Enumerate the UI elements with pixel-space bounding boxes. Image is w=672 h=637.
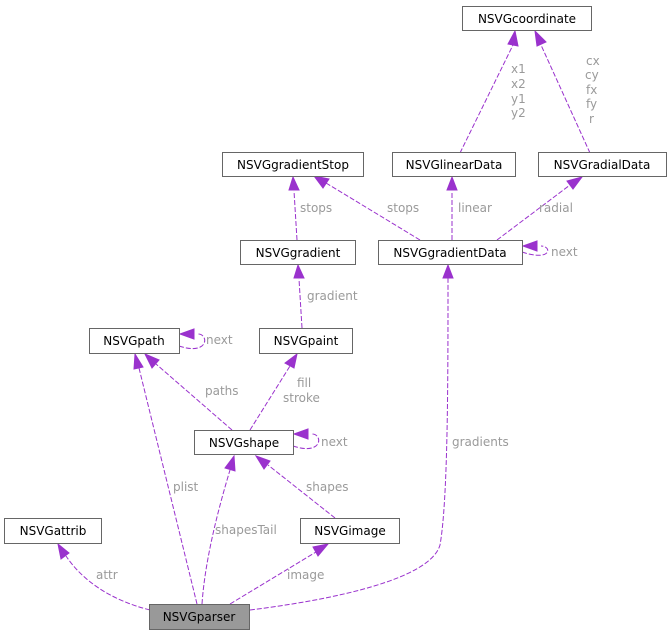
edge-parser-to-image xyxy=(229,543,330,605)
label-gradient: gradient xyxy=(307,289,358,303)
label-cx: cx xyxy=(586,54,600,68)
edge-paint-to-gradient xyxy=(293,263,305,329)
node-label: NSVGcoordinate xyxy=(478,12,576,26)
label-fy: fy xyxy=(586,97,597,111)
edge-shape-to-paint xyxy=(249,352,298,431)
label-gradientdata-next: next xyxy=(551,245,578,259)
node-nsvgcoordinate[interactable]: NSVGcoordinate xyxy=(462,6,592,31)
node-label: NSVGimage xyxy=(314,524,385,538)
node-nsvggradientdata[interactable]: NSVGgradientData xyxy=(378,240,523,265)
label-y2: y2 xyxy=(511,106,526,120)
label-radial: radial xyxy=(539,201,573,215)
label-x1: x1 xyxy=(511,62,526,76)
label-y1: y1 xyxy=(511,92,526,106)
edge-gradientdata-self-next xyxy=(521,240,549,256)
node-label: NSVGpaint xyxy=(274,334,339,348)
node-nsvgshape[interactable]: NSVGshape xyxy=(194,430,294,455)
node-nsvgradialdata[interactable]: NSVGradialData xyxy=(538,152,667,177)
edge-gradientdata-to-lineardata xyxy=(446,175,458,240)
label-x2: x2 xyxy=(511,77,526,91)
node-label: NSVGgradient xyxy=(256,246,341,260)
edge-labels: x1 x2 y1 y2 cx cy fx fy r stops stops li… xyxy=(96,54,600,582)
edge-path-self-next xyxy=(178,328,206,350)
node-label: NSVGshape xyxy=(209,436,279,450)
label-image: image xyxy=(287,568,324,582)
node-label: NSVGgradientData xyxy=(393,246,506,260)
edge-shape-self-next xyxy=(292,428,320,450)
node-label: NSVGgradientStop xyxy=(237,158,349,172)
node-nsvgimage[interactable]: NSVGimage xyxy=(300,518,400,544)
node-label: NSVGpath xyxy=(103,334,164,348)
node-nsvgpath[interactable]: NSVGpath xyxy=(89,328,180,354)
node-label: NSVGattrib xyxy=(20,524,87,538)
label-stops-gradientdata: stops xyxy=(387,201,419,215)
node-nsvgparser[interactable]: NSVGparser xyxy=(149,604,250,630)
node-nsvggradientstop[interactable]: NSVGgradientStop xyxy=(222,152,364,177)
edge-gradientdata-to-gradientstop xyxy=(312,175,421,241)
label-linear: linear xyxy=(458,201,492,215)
edge-radial-to-coordinate xyxy=(534,29,591,154)
label-attr: attr xyxy=(96,568,118,582)
edge-parser-to-gradientdata xyxy=(249,263,454,611)
label-shapes: shapes xyxy=(306,480,348,494)
label-path-next: next xyxy=(206,333,233,347)
node-label: NSVGradialData xyxy=(554,158,651,172)
label-fx: fx xyxy=(586,83,597,97)
label-plist: plist xyxy=(173,480,199,494)
label-shapestail: shapesTail xyxy=(215,523,277,537)
label-cy: cy xyxy=(585,68,599,82)
label-r: r xyxy=(589,112,594,126)
label-shape-next: next xyxy=(321,435,348,449)
node-nsvggradient[interactable]: NSVGgradient xyxy=(240,240,356,265)
label-gradients: gradients xyxy=(452,435,509,449)
label-stroke: stroke xyxy=(283,391,320,405)
node-nsvgpaint[interactable]: NSVGpaint xyxy=(259,328,353,354)
label-fill: fill xyxy=(297,376,311,390)
label-paths: paths xyxy=(205,384,239,398)
node-nsvgattrib[interactable]: NSVGattrib xyxy=(4,518,102,544)
edge-parser-to-shape xyxy=(201,454,236,605)
node-label: NSVGlinearData xyxy=(406,158,503,172)
label-stops-gradient: stops xyxy=(300,201,332,215)
edge-linear-to-coordinate xyxy=(459,29,519,154)
edge-shape-to-path xyxy=(143,353,233,431)
edge-parser-to-attrib xyxy=(57,542,151,611)
node-nsvglineardata[interactable]: NSVGlinearData xyxy=(392,152,516,177)
edge-parser-to-path xyxy=(133,352,198,605)
node-label: NSVGparser xyxy=(163,610,236,624)
edge-gradientdata-to-radialdata xyxy=(496,176,584,241)
edge-gradient-to-gradientstop xyxy=(288,175,300,241)
edge-image-to-shape xyxy=(254,455,336,519)
